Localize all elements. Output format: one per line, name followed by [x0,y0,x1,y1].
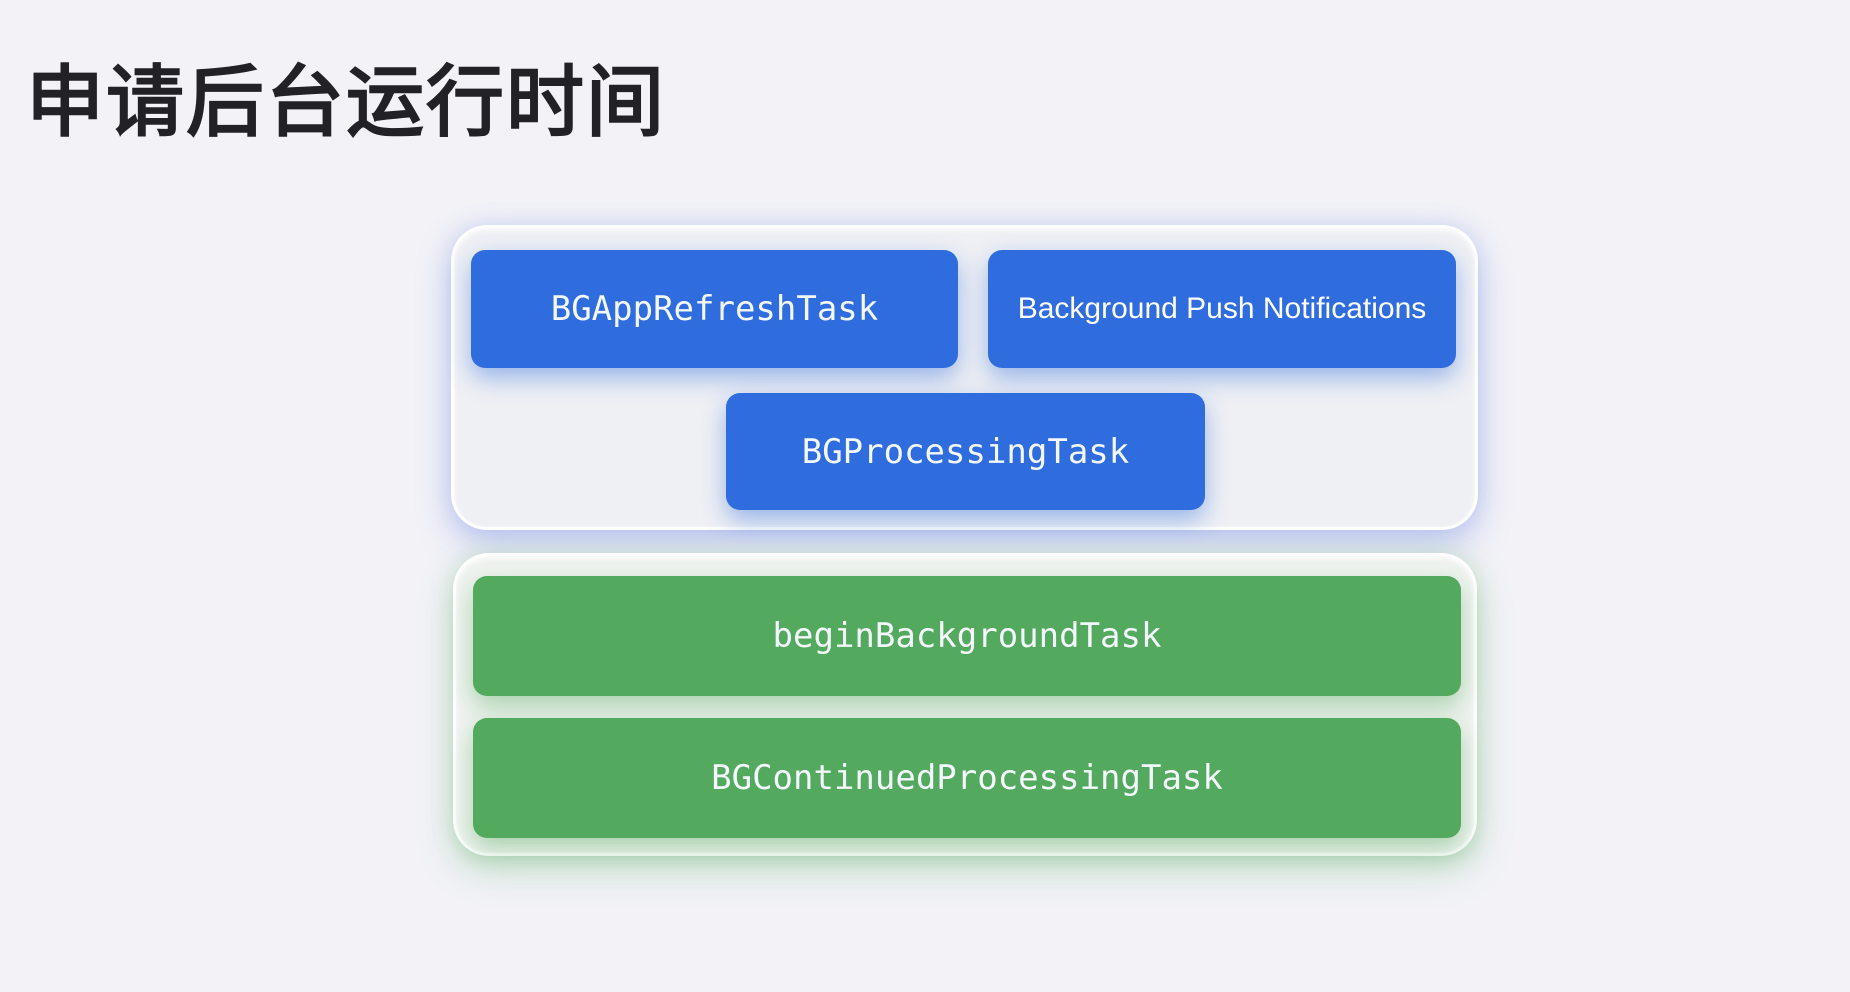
box-begin-background-task: beginBackgroundTask [473,576,1461,696]
box-bg-processing-task: BGProcessingTask [726,393,1205,510]
box-background-push-notifications: Background Push Notifications [988,250,1456,368]
box-bg-app-refresh-task: BGAppRefreshTask [471,250,958,368]
background-push-notifications-label: Background Push Notifications [1017,292,1427,325]
panel-continued-background-apis: beginBackgroundTask BGContinuedProcessin… [453,553,1477,856]
slide-title: 申请后台运行时间 [26,58,667,147]
bg-processing-task-label: BGProcessingTask [801,431,1130,472]
panel-scheduled-background-apis: BGAppRefreshTask Background Push Notific… [451,225,1478,530]
bg-app-refresh-task-label: BGAppRefreshTask [550,289,879,329]
bg-continued-processing-task-label: BGContinuedProcessingTask [711,758,1223,798]
box-bg-continued-processing-task: BGContinuedProcessingTask [473,718,1461,838]
begin-background-task-label: beginBackgroundTask [772,616,1162,656]
